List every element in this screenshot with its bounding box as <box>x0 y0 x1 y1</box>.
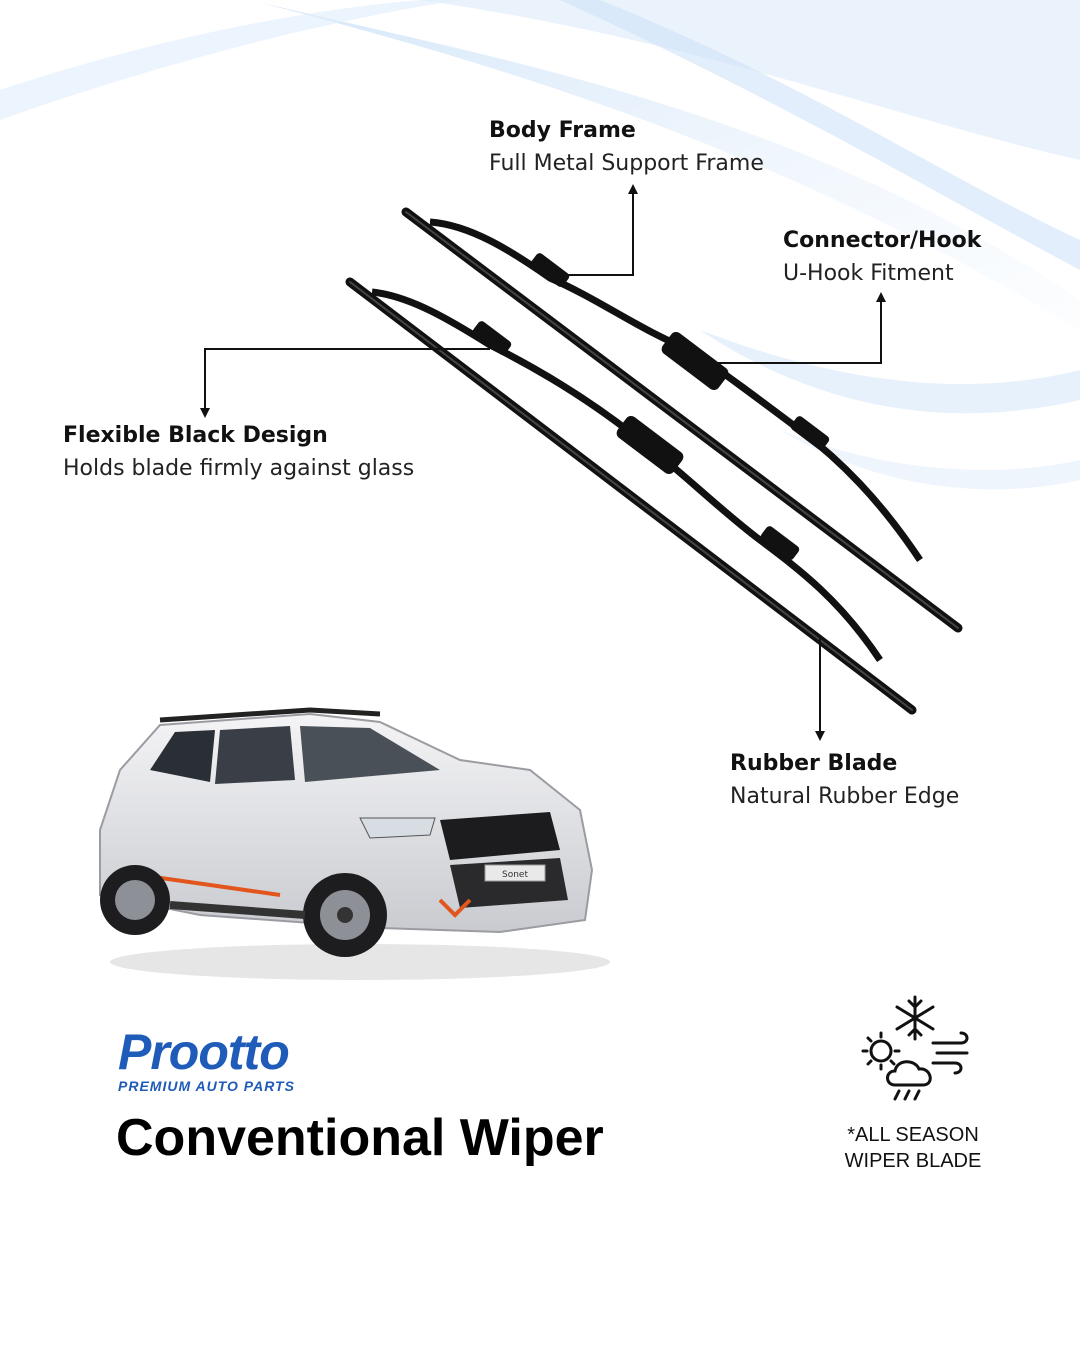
feature-connector-hook: Connector/Hook U-Hook Fitment <box>783 224 981 290</box>
feature-subtitle: Holds blade firmly against glass <box>63 456 415 481</box>
feature-title: Connector/Hook <box>783 228 982 253</box>
feature-subtitle: Natural Rubber Edge <box>730 784 960 809</box>
wiper-blade-lower <box>345 277 917 715</box>
wiper-blade-upper <box>401 207 963 633</box>
car-badge: Sonet <box>502 870 528 880</box>
feature-subtitle: U-Hook Fitment <box>783 261 954 286</box>
background-waves <box>0 0 1080 490</box>
cloud-rain-icon <box>886 1060 932 1101</box>
feature-title: Rubber Blade <box>730 751 898 776</box>
feature-title: Body Frame <box>489 118 636 143</box>
feature-title: Flexible Black Design <box>63 423 328 448</box>
all-season-line2: WIPER BLADE <box>844 1150 982 1172</box>
leader-arrowheads <box>200 184 886 741</box>
wind-icon <box>931 1031 969 1075</box>
brand-name: Prootto <box>118 1024 290 1080</box>
feature-rubber-blade: Rubber Blade Natural Rubber Edge <box>730 747 959 813</box>
all-season-line1: *ALL SEASON <box>847 1124 979 1146</box>
leader-lines <box>204 192 882 735</box>
feature-body-frame: Body Frame Full Metal Support Frame <box>489 114 764 180</box>
product-title: Conventional Wiper <box>116 1109 604 1167</box>
snowflake-icon <box>895 995 935 1041</box>
car-image: Sonet <box>99 707 610 980</box>
sun-icon <box>861 1031 901 1071</box>
weather-icon <box>861 995 969 1101</box>
feature-subtitle: Full Metal Support Frame <box>489 151 764 176</box>
feature-flexible-design: Flexible Black Design Holds blade firmly… <box>63 419 414 485</box>
all-season-label: *ALL SEASON WIPER BLADE <box>820 1122 1006 1174</box>
brand-logo: Prootto PREMIUM AUTO PARTS <box>118 1024 295 1094</box>
brand-tagline: PREMIUM AUTO PARTS <box>118 1078 295 1094</box>
